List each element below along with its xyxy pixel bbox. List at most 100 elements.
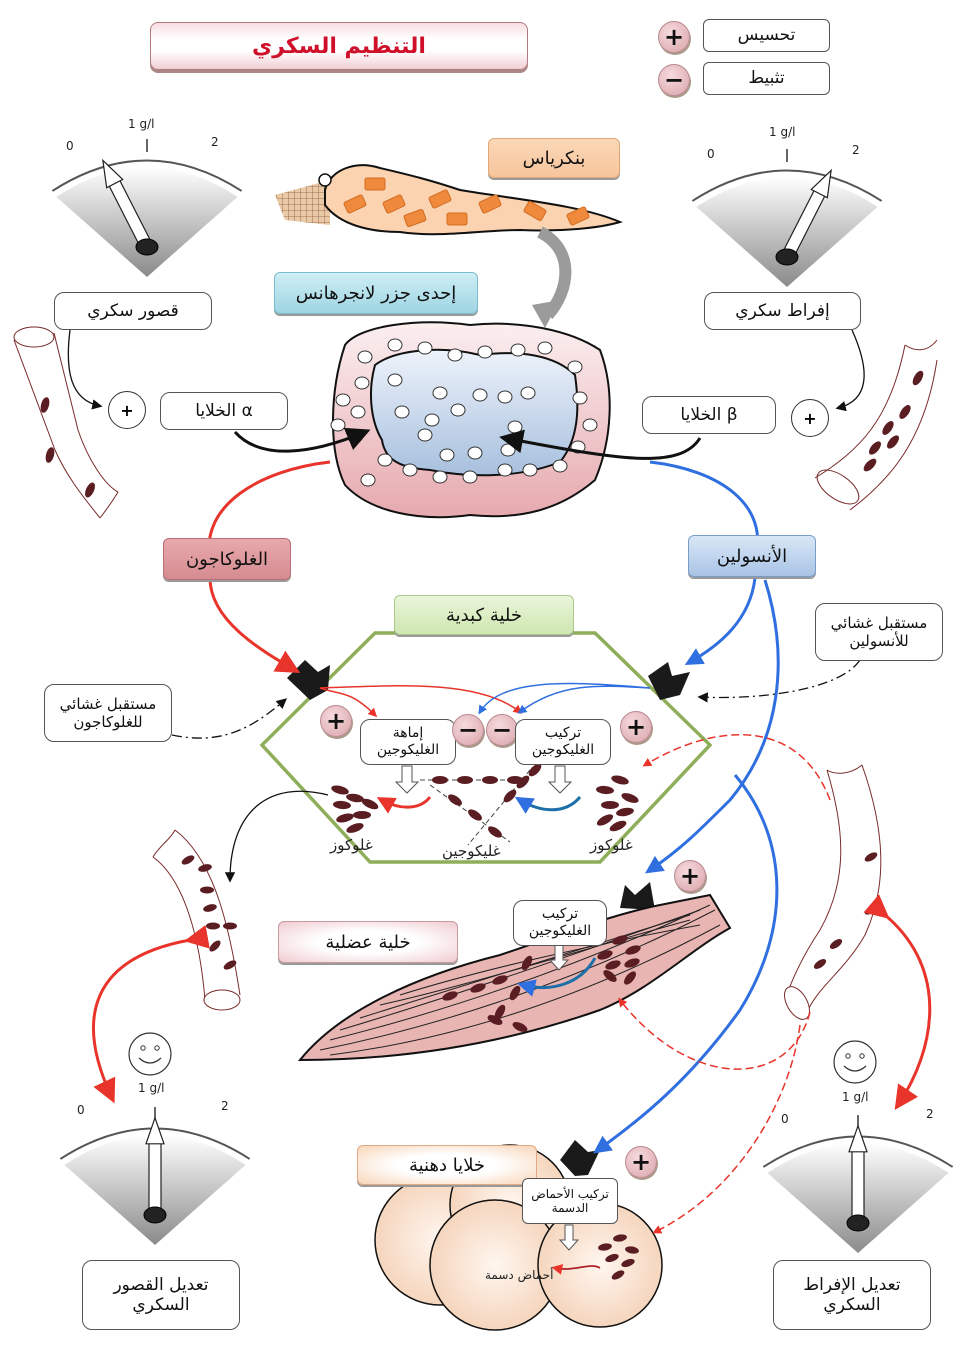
legend-minus-icon: −	[658, 64, 690, 96]
glycogenesis-minus-icon: −	[486, 714, 518, 746]
gauge-hypo-fix-hub	[143, 1206, 167, 1224]
legend-plus-icon: +	[658, 21, 690, 53]
islet-cell	[462, 470, 478, 484]
pancreas-illustration	[275, 164, 623, 328]
hyper-corrected-label: تعديل الإفراط السكري	[773, 1260, 931, 1330]
page-title: التنظيم السكري	[150, 22, 528, 70]
islet-cell	[432, 386, 448, 400]
gauge-hypo-dial	[56, 166, 238, 277]
glycogenesis-arrow-liver	[514, 795, 582, 814]
islet-cell	[387, 373, 403, 387]
lipogenesis-arrow	[558, 1224, 580, 1251]
islet-cell	[497, 463, 513, 477]
muscle-cell-illustration	[297, 893, 732, 1062]
alpha-cell-arrow	[233, 427, 371, 453]
islet-cell	[567, 360, 583, 374]
glucagon-receptor-label: مستقبل غشائي للغلوكاجون	[44, 684, 172, 742]
liver-glycogen-label: غليكوجين	[442, 842, 501, 860]
islet-cell	[472, 388, 488, 402]
islet-cell	[500, 443, 516, 457]
gauge-hyper-fix-hub	[846, 1214, 870, 1232]
hyper-correction-arrow	[863, 894, 932, 1110]
lipogenesis-label: تركيب الأحماض الدسمة	[522, 1178, 618, 1224]
gauge-hyper-dial	[696, 176, 878, 287]
gauge-hypo-hub	[135, 238, 159, 256]
gauge-hypo-fix-mid: 1 g/l	[138, 1081, 165, 1095]
fatty-acid-arrow	[551, 1264, 601, 1275]
gauge-hypo-min: 0	[66, 139, 74, 153]
gauge-hyper-needle	[780, 168, 832, 261]
blood-vessel-top-left	[13, 326, 119, 519]
blood-vessel-middle-left	[152, 829, 241, 1011]
hyperglycemia-label: إفراط سكري	[704, 292, 861, 330]
islet-cell	[450, 403, 466, 417]
islet-cell	[447, 348, 463, 362]
hypo-correction-arrow	[92, 924, 210, 1104]
muscle-plus-icon: +	[674, 860, 706, 892]
liver-glucose-left-label: غلوكوز	[330, 836, 373, 854]
gauge-hyper-fix-min: 0	[781, 1112, 789, 1126]
gauge-hyper-fix-needle	[848, 1123, 868, 1224]
glycogenesis-plus-icon: +	[620, 711, 652, 743]
gauge-hyper-max: 2	[852, 143, 860, 157]
liver-cell-outline	[259, 631, 713, 864]
islet-cell	[467, 446, 483, 460]
islet-cell	[354, 376, 370, 390]
gauge-hypo-arc	[51, 159, 243, 192]
glucagon-receptor-icon	[287, 660, 330, 700]
gauge-hyperglycemia	[691, 149, 883, 287]
gauge-hyper-hub	[775, 248, 799, 266]
gauge-hypo-corrected	[59, 1107, 251, 1245]
gauge-hypo-fix-needle	[145, 1115, 165, 1216]
beta-stimulus-plus-icon: +	[791, 399, 829, 437]
hypo-corrected-label: تعديل القصور السكري	[82, 1260, 240, 1330]
beta-cells-label: β الخلايا	[642, 396, 776, 434]
gauge-hyper-fix-max: 2	[926, 1107, 934, 1121]
insulin-receptor-icon	[648, 662, 690, 700]
gauge-hyper-arc	[691, 169, 883, 202]
insulin-signal-arrow-1	[517, 685, 651, 714]
islet-cell	[424, 413, 440, 427]
gauge-hyper-mid: 1 g/l	[769, 125, 796, 139]
liver-glycogenesis-label: تركيب الغليكوجين	[515, 719, 611, 765]
gauge-hypo-fix-max: 2	[221, 1099, 229, 1113]
gauge-hyper-min: 0	[707, 147, 715, 161]
alpha-cells-label: α الخلايا	[160, 392, 288, 430]
islet-cell	[417, 428, 433, 442]
alpha-stimulus-plus-icon: +	[108, 391, 146, 429]
islet-cell	[394, 405, 410, 419]
gauge-hyper-fix-mid: 1 g/l	[842, 1090, 869, 1104]
glycogenolysis-minus-icon: −	[452, 714, 484, 746]
islet-cell	[510, 343, 526, 357]
hypo-to-alpha-arrow	[67, 329, 103, 410]
islet-cell	[387, 338, 403, 352]
glucagon-receptor-pointer	[171, 698, 287, 739]
islet-cell	[522, 463, 538, 477]
gauge-hypo-mid: 1 g/l	[128, 117, 155, 131]
liver-glucose-right	[596, 775, 639, 832]
gauge-hypo-needle	[102, 158, 154, 251]
hyper-to-beta-arrow	[835, 329, 865, 412]
islet-cell	[520, 386, 536, 400]
islet-cell	[477, 345, 493, 359]
legend-inhibition-label: تثبيط	[703, 62, 830, 95]
islet-illustration	[330, 321, 611, 519]
insulin-receptor-label: مستقبل غشائي للأنسولين	[815, 603, 943, 661]
pancreas-label: بنكرياس	[488, 138, 620, 178]
fatty-acids-label: أحماض دسمة	[485, 1268, 554, 1282]
liver-glycogen-chain	[420, 763, 542, 846]
islet-cell	[402, 463, 418, 477]
muscle-receptor-icon	[620, 882, 655, 910]
smiley-face-icon-left	[128, 1032, 172, 1076]
hypoglycemia-label: قصور سكري	[54, 292, 212, 330]
fat-receptor-icon	[560, 1140, 600, 1176]
insulin-pathway-muscle	[645, 579, 780, 874]
islet-cell	[377, 453, 393, 467]
islet-cell	[357, 350, 373, 364]
liver-down-arrows	[394, 765, 573, 794]
glycogenolysis-label: إماهة الغليكوجين	[360, 719, 456, 765]
liver-glucose-left	[331, 785, 379, 833]
liver-cell-label: خلية كبدية	[394, 595, 574, 635]
islet-cell	[350, 405, 366, 419]
